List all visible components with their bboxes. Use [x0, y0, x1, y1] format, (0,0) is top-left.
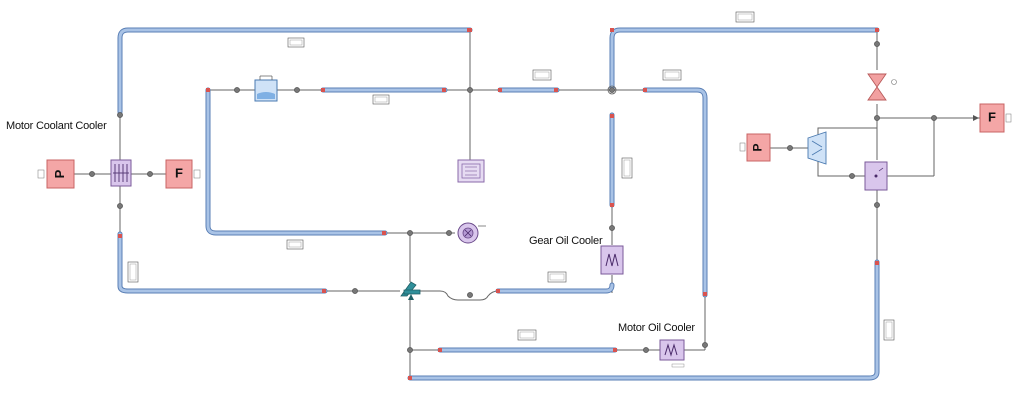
junction-node-icon[interactable] [609, 87, 615, 93]
pressure-boundary-left[interactable]: P [37, 159, 75, 189]
pipe-tag-upper-mid [372, 94, 390, 105]
thermal-block[interactable] [457, 159, 485, 183]
junction-node-icon[interactable] [467, 292, 473, 298]
junction-node-icon[interactable] [702, 342, 708, 348]
motor-coolant-cooler[interactable] [110, 159, 132, 187]
pipe-tags [127, 11, 895, 341]
pressure-boundary-icon[interactable] [746, 133, 771, 162]
junction-node-icon[interactable] [407, 230, 413, 236]
pipe-tag-motor-oil [517, 329, 537, 341]
junction-node-icon[interactable] [874, 115, 880, 121]
flow-boundary-label: F [175, 165, 183, 180]
junction-node-icon[interactable] [874, 41, 880, 47]
junction-node-icon[interactable] [787, 145, 793, 151]
junction-node-icon[interactable] [874, 202, 880, 208]
pipe-tag-upper-right-2 [662, 69, 682, 81]
valve-icon[interactable] [867, 73, 887, 88]
junction-node-icon[interactable] [931, 115, 937, 121]
junction-node-icon[interactable] [467, 87, 473, 93]
pressure-boundary-label: P [751, 143, 765, 151]
junction-node-icon[interactable] [147, 171, 153, 177]
junction-node-icon[interactable] [446, 230, 452, 236]
flow-splitter-right[interactable] [807, 131, 827, 165]
gear-oil-cooler[interactable] [600, 245, 624, 275]
flow-boundary-right[interactable]: F [973, 103, 1012, 133]
pressure-boundary-label: P [52, 169, 67, 178]
junction-nodes [89, 41, 937, 353]
reservoir[interactable] [254, 75, 278, 102]
pipe-tag-mid-loop [286, 239, 304, 250]
pipe-tag-top-left [287, 37, 305, 48]
junction-node-icon[interactable] [849, 173, 855, 179]
heat-exchanger-icon[interactable] [600, 245, 624, 275]
junction-node-icon[interactable] [117, 203, 123, 209]
junction-node-icon[interactable] [89, 171, 95, 177]
pump[interactable] [457, 222, 486, 244]
load-block[interactable] [864, 161, 888, 191]
junction-node-icon[interactable] [117, 112, 123, 118]
label-gear-oil-cooler: Gear Oil Cooler [529, 235, 603, 247]
pipe-tag-gear-return [547, 271, 567, 283]
pipe-tag-vertical-gear [621, 157, 633, 179]
flow-boundary-icon[interactable] [979, 103, 1005, 133]
pipe-tag-left-vertical [127, 261, 139, 283]
flow-boundary-icon[interactable] [165, 159, 193, 189]
junction-node-icon[interactable] [609, 225, 615, 231]
control-valve[interactable] [867, 73, 897, 101]
pressure-boundary-icon[interactable] [46, 159, 75, 189]
pipes [117, 27, 880, 381]
junction-node-icon[interactable] [234, 87, 240, 93]
junction-node-icon[interactable] [643, 347, 649, 353]
junction-node-icon[interactable] [294, 87, 300, 93]
pressure-boundary-right[interactable]: P [739, 133, 771, 162]
flow-splitter[interactable] [400, 281, 421, 300]
junction-node-icon[interactable] [407, 347, 413, 353]
motor-oil-cooler[interactable] [659, 339, 685, 368]
junction-node-icon[interactable] [607, 85, 617, 95]
pipe-tag-right-vertical [883, 319, 895, 341]
label-motor-coolant-cooler: Motor Coolant Cooler [6, 120, 107, 132]
label-motor-oil-cooler: Motor Oil Cooler [618, 322, 695, 334]
flow-boundary-left[interactable]: F [165, 159, 201, 189]
pipe-tag-top-right [735, 11, 755, 23]
pipe-tag-upper-right-1 [532, 69, 552, 81]
junction-node-icon[interactable] [352, 288, 358, 294]
pipe-end-caps [118, 28, 879, 380]
flow-boundary-label: F [988, 109, 996, 124]
